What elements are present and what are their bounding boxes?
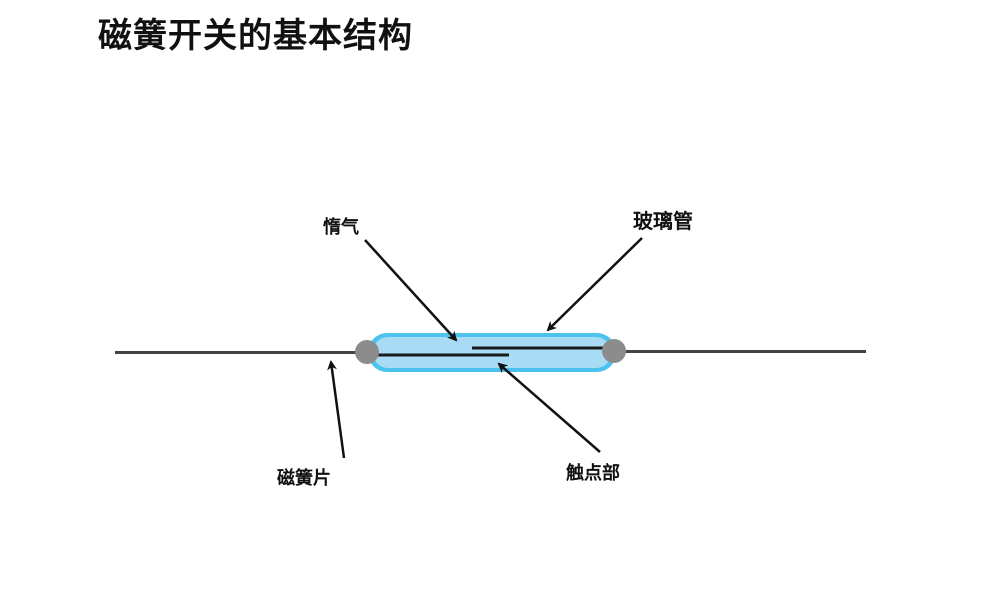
inert-gas-label: 惰气 bbox=[323, 217, 359, 238]
inert-gas-arrow bbox=[364, 239, 458, 342]
right-end-cap bbox=[602, 339, 626, 363]
left-end-cap bbox=[355, 340, 379, 364]
glass-tube-arrow bbox=[546, 237, 643, 332]
glass-tube bbox=[368, 333, 616, 372]
diagram-title: 磁簧开关的基本结构 bbox=[98, 16, 413, 56]
contact-label: 触点部 bbox=[566, 463, 620, 484]
contact-arrow bbox=[497, 362, 601, 453]
reed-arrow bbox=[327, 360, 346, 459]
reed-label: 磁簧片 bbox=[277, 468, 331, 489]
glass-tube-label: 玻璃管 bbox=[633, 209, 693, 233]
